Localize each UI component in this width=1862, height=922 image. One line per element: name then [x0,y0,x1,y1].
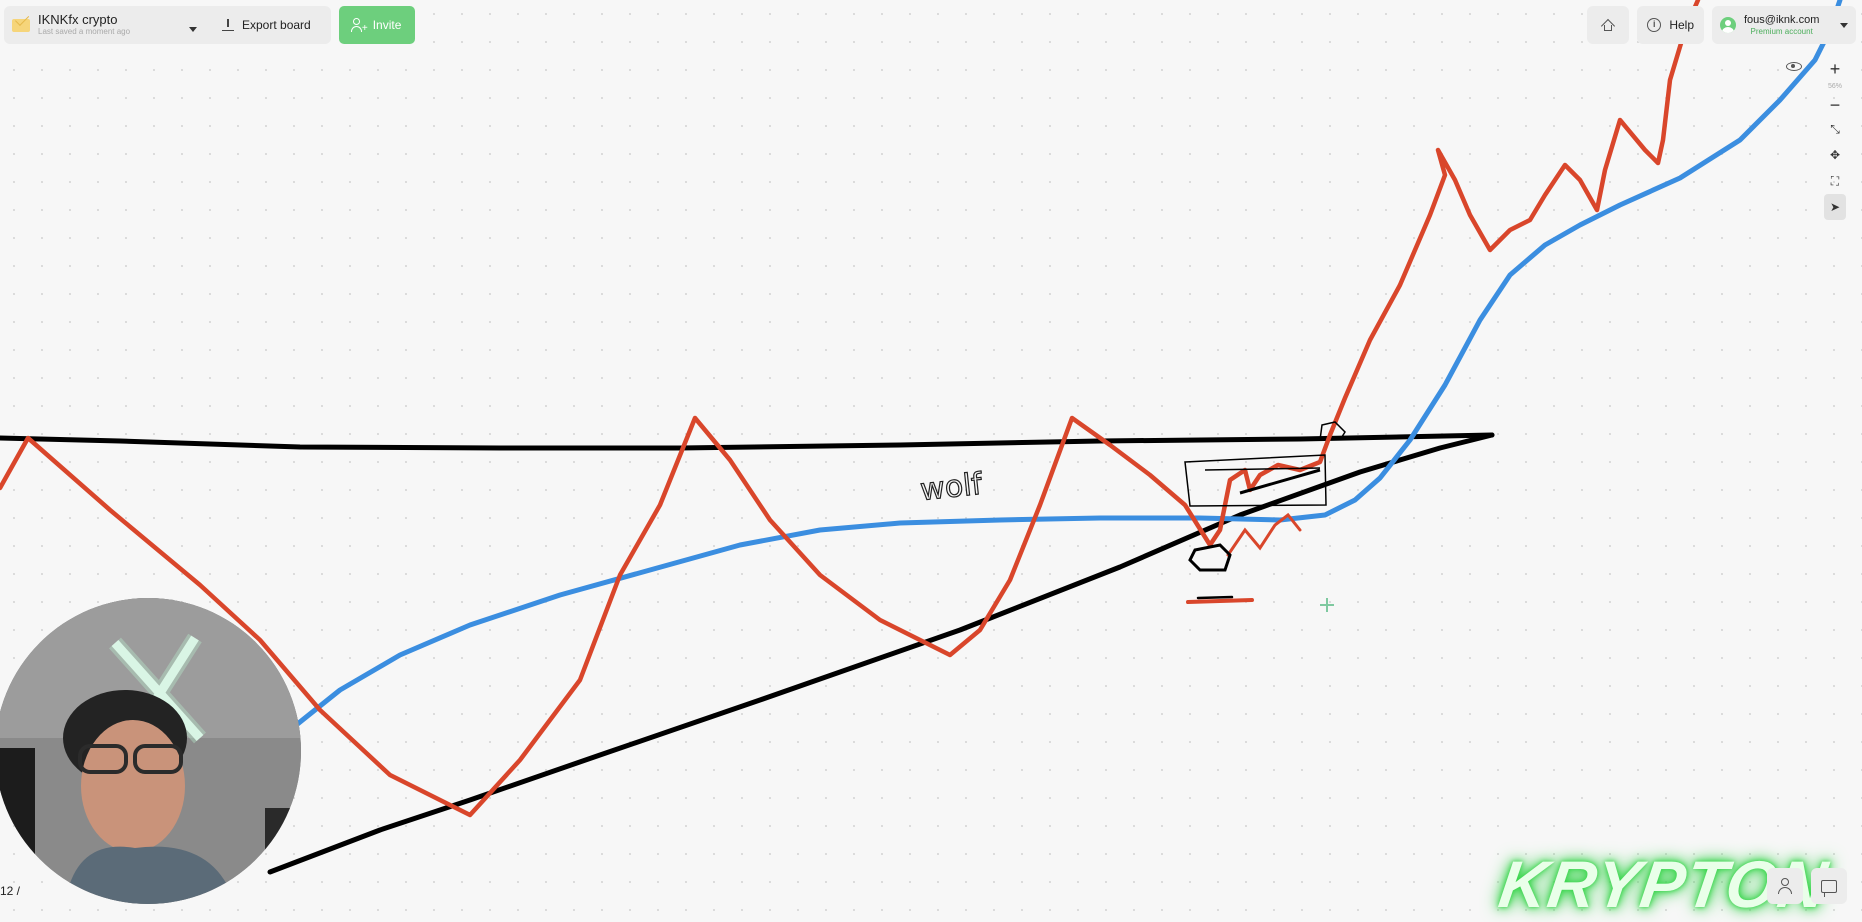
invite-label: Invite [372,18,402,32]
help-button[interactable]: i Help [1637,6,1704,44]
user-plus-icon: + [350,18,368,34]
timestamp-fragment: 12 / [0,884,21,898]
top-left-toolbar: IKNKfx crypto Last saved a moment ago Ex… [4,6,416,44]
collapse-icon[interactable]: ⤡ [1830,121,1840,136]
mail-icon [12,18,30,32]
chevron-down-icon [1840,23,1848,28]
board-title: IKNKfx crypto [38,12,118,27]
help-label: Help [1669,18,1694,32]
export-board-label: Export board [242,18,311,32]
top-loop-mark [1319,421,1346,441]
price-squiggle [1226,512,1302,557]
black-level-mark [1196,595,1234,600]
home-button[interactable] [1587,6,1630,44]
person-icon [1777,878,1793,894]
moving-average-line [287,0,1843,733]
export-board-button[interactable]: Export board [214,18,319,32]
box-annotation [1184,454,1327,507]
cursor-plus-icon [1320,598,1334,612]
account-email: fous@iknk.com [1744,13,1820,26]
handwritten-note: wolf [919,467,986,508]
fit-screen-icon[interactable]: ⛶ [1830,173,1840,188]
board-save-status: Last saved a moment ago [38,27,131,36]
top-right-toolbar: i Help fous@iknk.com Premium account [1587,6,1856,44]
avatar-icon [1720,17,1736,33]
zoom-level: 56% [1827,83,1842,90]
download-icon [222,19,234,31]
home-icon [1602,19,1614,31]
invite-button[interactable]: + Invite [338,6,416,44]
oval-mark [1188,543,1232,572]
info-icon: i [1647,18,1662,32]
account-type: Premium account [1750,26,1813,36]
chevron-down-icon[interactable] [189,27,197,32]
box-stroke [1239,468,1321,495]
zoom-out-icon[interactable]: − [1829,94,1841,115]
account-menu-button[interactable]: fous@iknk.com Premium account [1712,6,1856,44]
eye-icon[interactable] [1786,62,1802,71]
chat-icon [1821,879,1837,897]
box-inner-line [1204,467,1321,471]
webcam-overlay [0,598,301,904]
board-controls: IKNKfx crypto Last saved a moment ago Ex… [4,6,331,44]
zoom-in-icon[interactable]: + [1829,58,1841,79]
presenter-video [0,598,301,904]
move-icon[interactable]: ✥ [1829,148,1841,162]
canvas-toolbar: + 56% − ⤡ ✥ ⛶ ➤ [1824,58,1846,220]
resistance-line [0,432,1495,451]
board-selector[interactable]: IKNKfx crypto Last saved a moment ago [12,13,197,37]
users-panel-button[interactable] [1767,868,1803,904]
support-trend-line [267,432,1495,875]
pointer-icon[interactable]: ➤ [1824,194,1846,220]
comments-panel-button[interactable] [1811,868,1847,904]
red-level-mark [1186,598,1254,604]
